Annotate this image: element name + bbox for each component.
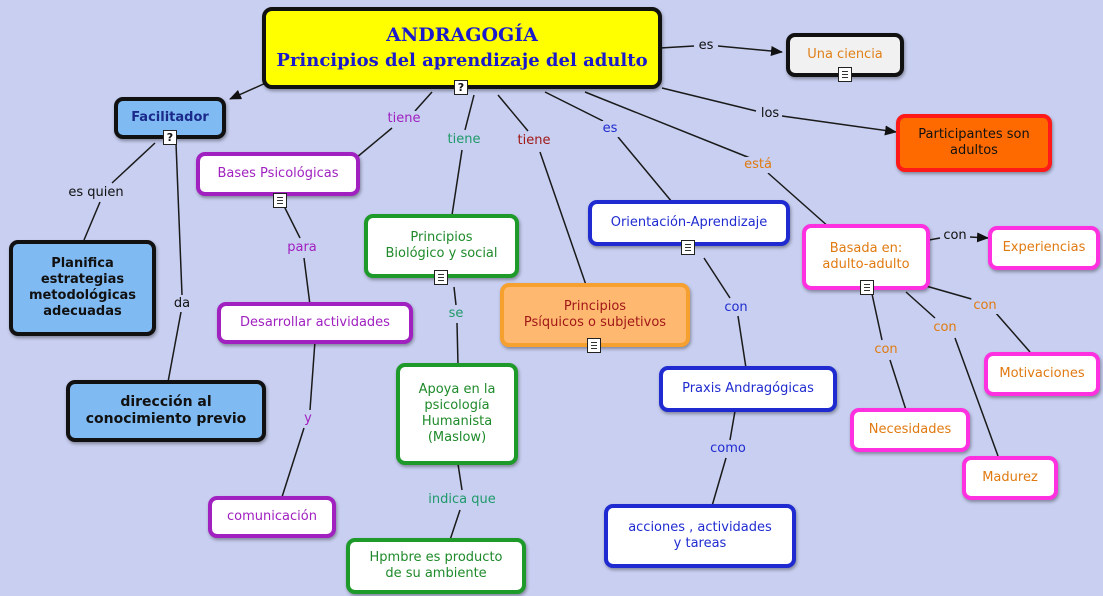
link-label-con: con [872,342,900,358]
note-icon[interactable] [273,193,287,208]
link-label-es: es [600,121,620,137]
note-icon[interactable] [860,280,874,295]
apoya-node[interactable]: Apoya en la psicología Humanista (Maslow… [396,363,518,465]
link-label-con: con [971,298,999,314]
praxis-node[interactable]: Praxis Andragógicas [659,366,837,412]
link-label-para: para [285,240,319,256]
experiencias-node[interactable]: Experiencias [988,226,1100,270]
link-label-tiene: tiene [515,133,553,149]
question-icon[interactable]: ? [163,130,177,145]
link-label-con: con [941,228,969,244]
link-label-como: como [708,441,748,457]
desarrollar-node[interactable]: Desarrollar actividades [217,302,413,344]
note-icon[interactable] [587,338,601,353]
necesidades-node[interactable]: Necesidades [850,408,970,452]
hombre-node[interactable]: Hpmbre es producto de su ambiente [346,538,526,594]
link-label-tiene: tiene [445,132,483,148]
title-line-2: Principios del aprendizaje del adulto [276,49,648,71]
principios-biologico-node[interactable]: Principios Biológico y social [364,214,519,278]
madurez-node[interactable]: Madurez [962,456,1058,500]
link-label-con: con [931,320,959,336]
comunicacion-node[interactable]: comunicación [208,496,336,538]
title-line-1: ANDRAGOGÍA [386,23,538,46]
title-node[interactable]: ANDRAGOGÍA Principios del aprendizaje de… [262,7,662,89]
link-label-y: y [302,411,314,427]
link-label-esta: está [742,157,774,173]
planifica-node[interactable]: Planifica estrategias metodológicas adec… [9,240,156,336]
link-label-es-quien: es quien [66,185,126,201]
link-label-indica-que: indica que [426,492,498,508]
link-label-tiene: tiene [385,111,423,127]
acciones-node[interactable]: acciones , actividades y tareas [604,504,796,568]
link-label-con: con [722,300,750,316]
link-label-los: los [758,106,782,122]
link-label-es: es [696,38,716,54]
participantes-node[interactable]: Participantes son adultos [896,114,1052,172]
note-icon[interactable] [434,270,448,285]
bases-psicologicas-node[interactable]: Bases Psicológicas [196,152,360,196]
note-icon[interactable] [681,240,695,255]
direccion-node[interactable]: dirección al conocimiento previo [66,380,266,442]
link-label-se: se [446,306,466,322]
motivaciones-node[interactable]: Motivaciones [984,352,1100,396]
question-icon[interactable]: ? [454,80,468,95]
link-label-da: da [171,296,193,312]
note-icon[interactable] [838,67,852,82]
